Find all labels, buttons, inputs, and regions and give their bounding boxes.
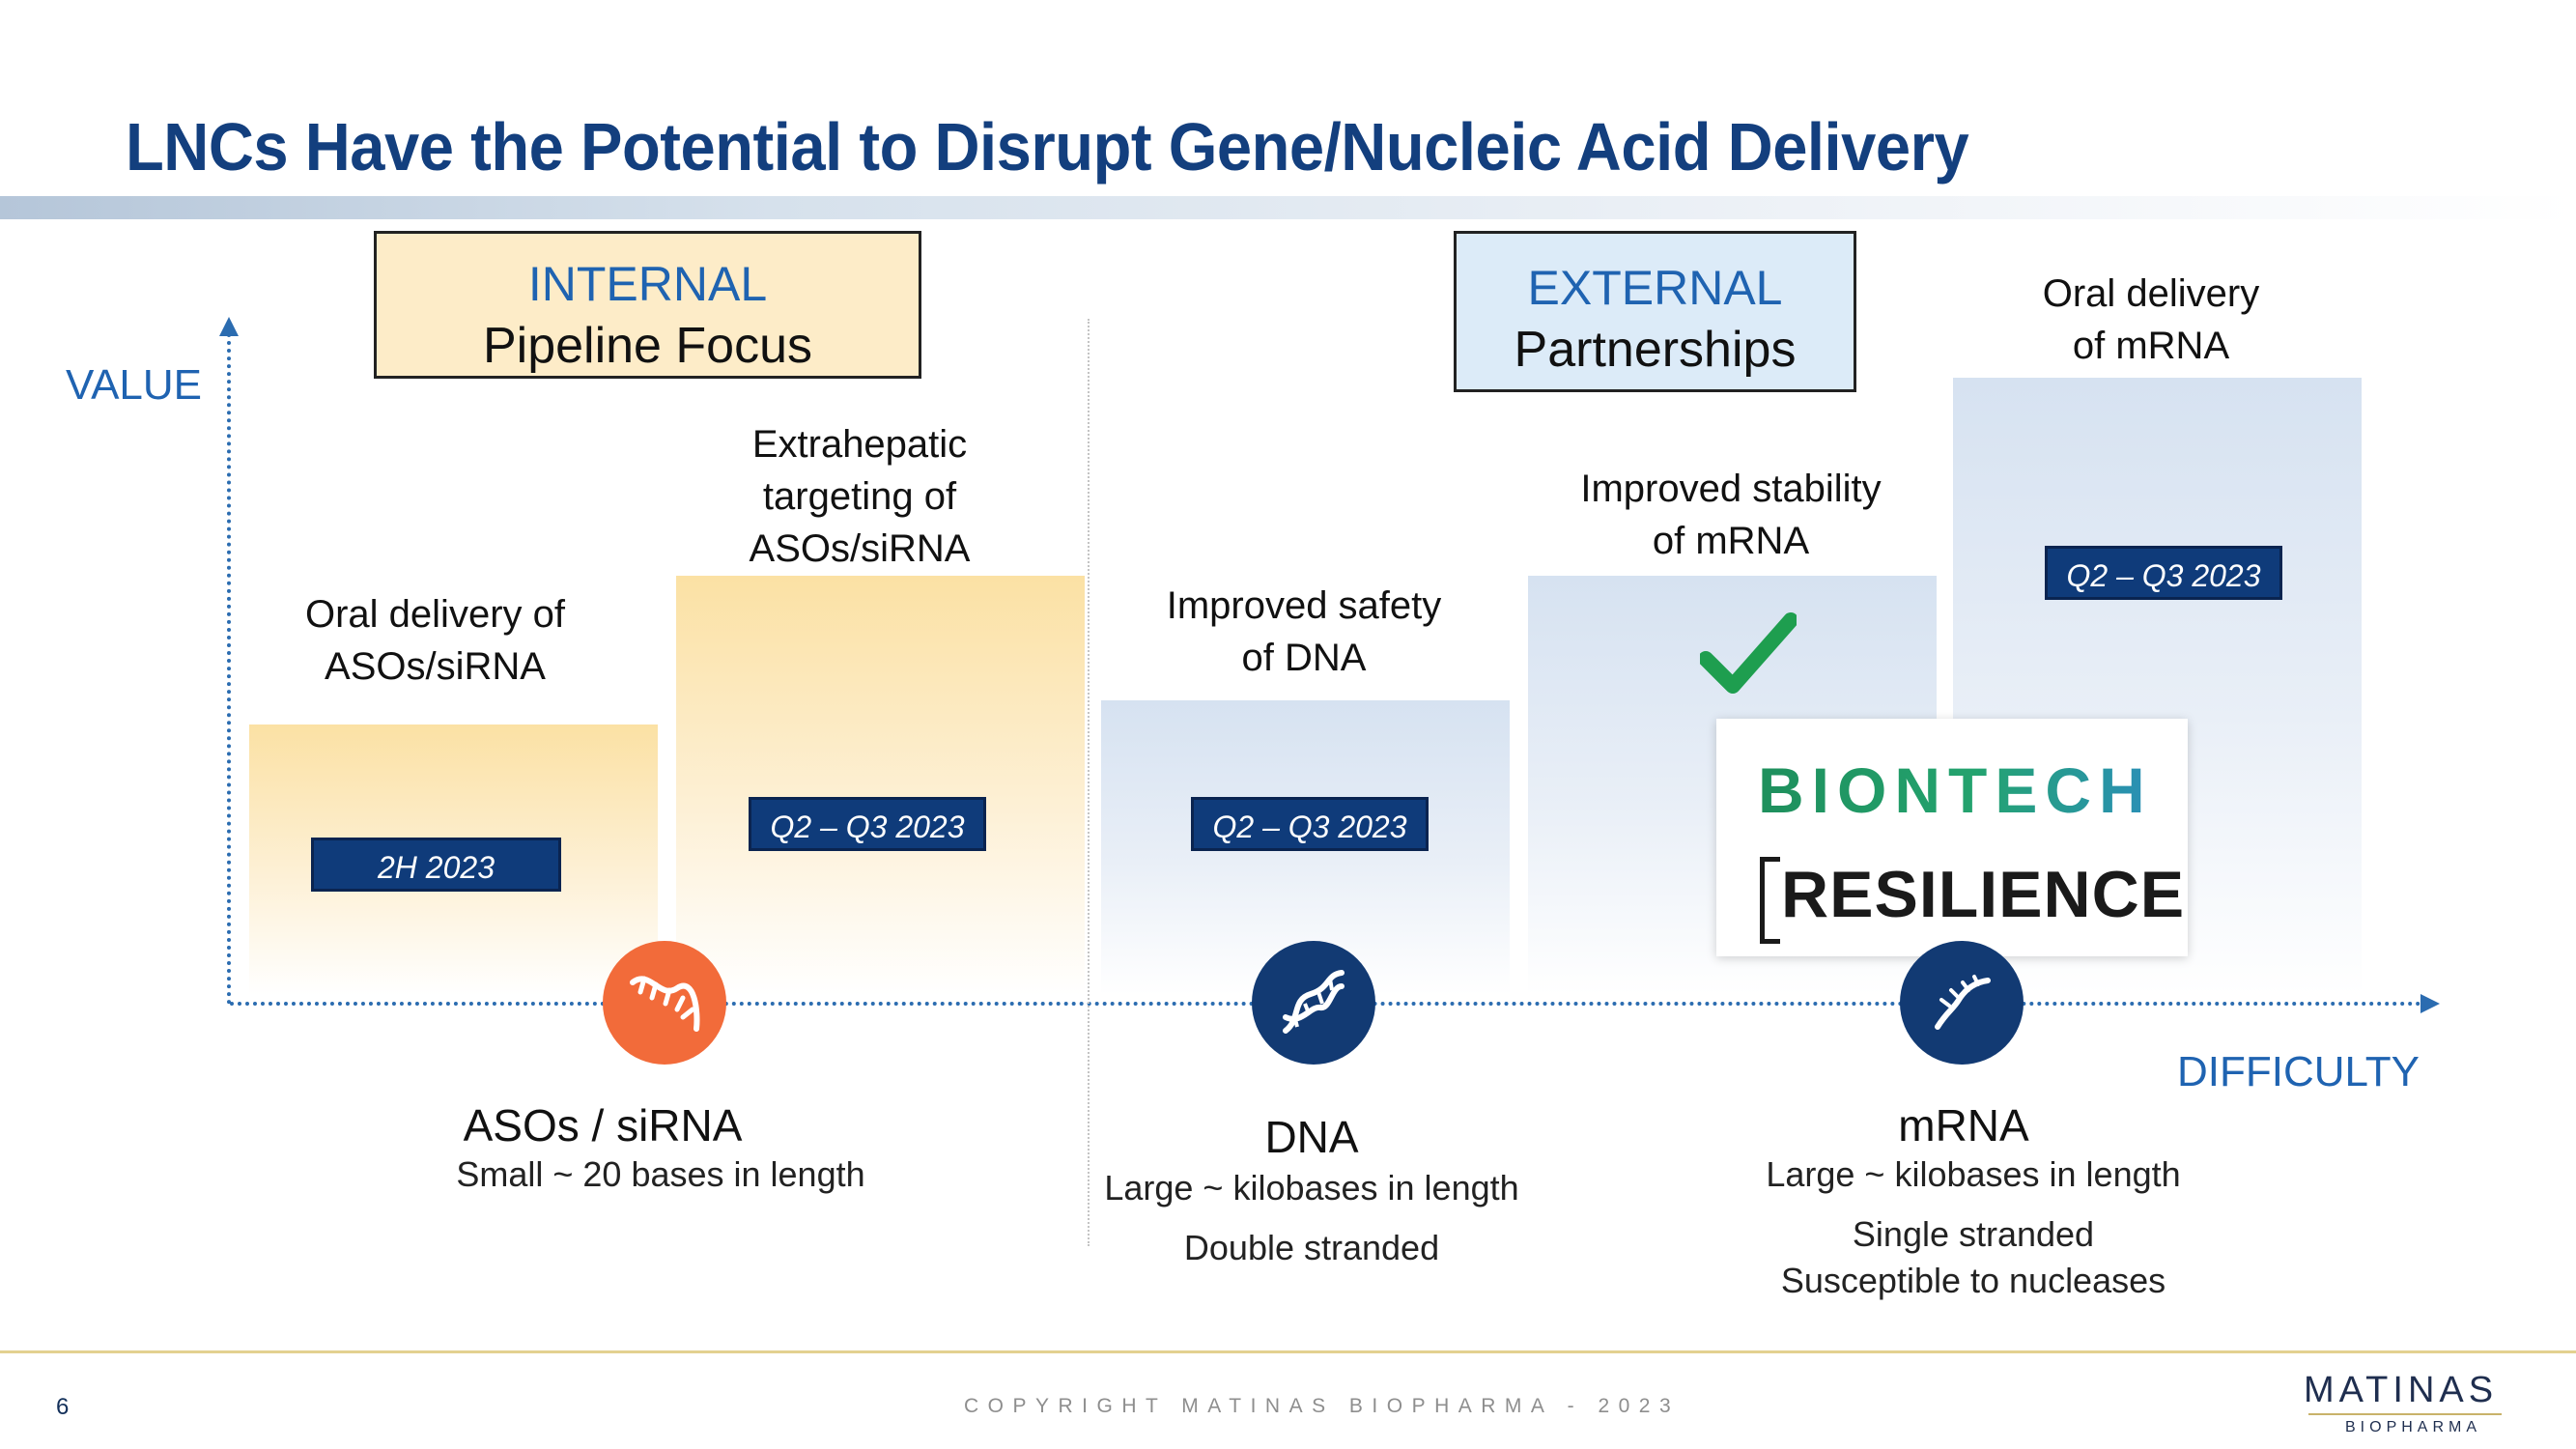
partner-logos-card <box>1716 719 2188 956</box>
page-number: 6 <box>56 1394 70 1420</box>
block-oral-mrna-label: Oral delivery of mRNA <box>2042 272 2260 367</box>
category-dna: DNA Large ~ kilobases in length Double s… <box>1070 1111 1553 1271</box>
timeline-badge: Q2 – Q3 2023 <box>2045 546 2282 600</box>
dna-helix-glyph-icon <box>1283 970 1345 1034</box>
dna-helix-icon <box>1252 941 1375 1065</box>
rna-strand-glyph-icon <box>630 976 700 1032</box>
external-header-bottom: Partnerships <box>1514 322 1797 378</box>
internal-header-bottom: Pipeline Focus <box>482 318 813 374</box>
footer-rule <box>0 1350 2576 1353</box>
internal-external-divider <box>1088 319 1090 1246</box>
category-mrna: mRNA Large ~ kilobases in length Single … <box>1732 1099 2215 1304</box>
mrna-strand-icon <box>1900 941 2024 1065</box>
timeline-badge: Q2 – Q3 2023 <box>749 797 986 851</box>
category-asos-title: ASOs / siRNA <box>463 1100 743 1151</box>
value-axis-arrow-icon <box>219 317 239 336</box>
title-underline-band <box>0 196 2576 219</box>
resilience-bracket-icon <box>1760 857 1780 944</box>
category-dna-title: DNA <box>1264 1112 1359 1162</box>
logo-accent-line <box>2308 1413 2502 1415</box>
block-mrna-stability-label: Improved stability of mRNA <box>1580 468 1882 562</box>
block-extrahepatic-asos <box>676 576 1085 995</box>
biontech-logo: BIONTECH <box>1758 754 2153 826</box>
block-dna-safety-label: Improved safety of DNA <box>1166 584 1442 679</box>
timeline-badge: 2H 2023 <box>311 838 561 892</box>
category-mrna-title: mRNA <box>1898 1100 2029 1151</box>
resilience-logo: RESILIENCE <box>1781 858 2186 931</box>
checkmark-icon <box>1700 612 1797 694</box>
rna-strand-icon <box>603 941 726 1065</box>
copyright-text: COPYRIGHT MATINAS BIOPHARMA - 2023 <box>964 1395 1681 1417</box>
mrna-strand-glyph-icon <box>1935 975 1991 1030</box>
matinas-logo: MATINAS <box>2304 1370 2499 1410</box>
category-asos: ASOs / siRNA Small ~ 20 bases in length <box>419 1099 902 1198</box>
value-axis <box>227 333 231 1005</box>
difficulty-axis-label: DIFFICULTY <box>2177 1048 2420 1095</box>
external-header-top: EXTERNAL <box>1527 261 1783 315</box>
internal-header-top: INTERNAL <box>527 257 768 311</box>
matinas-logo-sub: BIOPHARMA <box>2345 1419 2482 1435</box>
external-header-box: EXTERNAL Partnerships <box>1454 231 1856 392</box>
timeline-badge: Q2 – Q3 2023 <box>1191 797 1429 851</box>
page-title: LNCs Have the Potential to Disrupt Gene/… <box>126 109 1969 185</box>
difficulty-axis-arrow-icon <box>2420 994 2440 1013</box>
category-asos-desc: Small ~ 20 bases in length <box>456 1154 865 1194</box>
value-axis-label: VALUE <box>66 361 203 409</box>
block-oral-asos-label: Oral delivery of ASOs/siRNA <box>305 593 565 688</box>
block-extrahepatic-asos-label: Extrahepatic targeting of ASOs/siRNA <box>749 423 971 570</box>
internal-header-box: INTERNAL Pipeline Focus <box>374 231 921 379</box>
